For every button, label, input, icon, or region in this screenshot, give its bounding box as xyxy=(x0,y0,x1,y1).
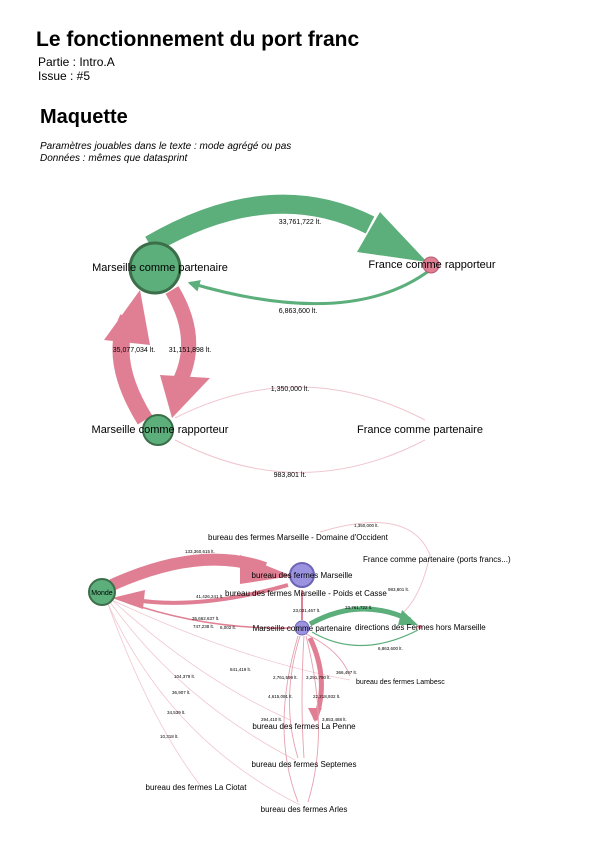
flow-marseille-rapporteur-up-arrowhead xyxy=(104,290,150,345)
flow-arc-ports-francs xyxy=(319,522,431,616)
flow-monde-to-la-penne xyxy=(111,599,291,721)
flow-label-left-up: 35,077,034 lt. xyxy=(113,347,155,354)
flow-monde-to-bureau-marseille-arrowhead xyxy=(240,555,292,584)
flow-monde-to-marseille-partenaire xyxy=(114,597,293,629)
flow-monde-to-septemes xyxy=(109,601,296,761)
label-directions-fermes: directions des Fermes hors Marseille xyxy=(355,623,486,632)
flow-label-a: 1,350,000 lt. xyxy=(354,523,379,528)
flow-label-return: 6,863,600 lt. xyxy=(279,308,318,315)
flow-label-o: 10,318 lt. xyxy=(160,734,179,739)
flow-label-s: 4,615,091 lt. xyxy=(268,694,293,699)
flow-partenaire-to-arles-b xyxy=(305,635,319,803)
label-septemes: bureau des fermes Septemes xyxy=(252,760,357,769)
label-domaine-occident: bureau des fermes Marseille - Domaine d'… xyxy=(208,533,389,542)
label-france-rapporteur: France comme rapporteur xyxy=(368,259,495,271)
diagram-aggregated: Marseille comme partenaire France comme … xyxy=(92,194,496,479)
issue-label: Issue : #5 xyxy=(38,69,91,83)
flow-label-i: 983,801 lt. xyxy=(388,587,409,592)
flow-label-arc-bottom: 983,801 lt. xyxy=(274,472,307,479)
flow-partenaire-to-lambesc xyxy=(305,633,351,677)
flow-label-l: 104,379 lt. xyxy=(174,674,195,679)
flow-marseille-to-france-arrowhead xyxy=(357,212,427,262)
flow-label-e: 747,238 lt. xyxy=(193,624,214,629)
flow-label-j: 6,863,600 lt. xyxy=(378,646,403,651)
flow-france-to-marseille xyxy=(187,268,431,306)
label-lambesc: bureau des fermes Lambesc xyxy=(356,679,445,686)
label-france-partenaire-ports: France comme partenaire (ports francs...… xyxy=(363,555,511,564)
label-arles: bureau des fermes Arles xyxy=(261,805,348,814)
data-text: Données : mêmes que datasprint xyxy=(40,153,188,164)
flow-label-v: 3,853,488 lt. xyxy=(322,717,347,722)
label-poids-casse: bureau des fermes Marseille - Poids et C… xyxy=(225,589,387,598)
flow-label-h: 33,761,722 lt. xyxy=(345,605,372,610)
node-marseille-partenaire xyxy=(128,241,182,295)
section-title: Maquette xyxy=(40,106,128,128)
flow-partenaire-to-septemes-a xyxy=(289,635,301,759)
flow-label-q: 3,291,790 lt. xyxy=(306,675,331,680)
node-bureau-marseille xyxy=(289,562,315,588)
flow-label-m: 36,907 lt. xyxy=(172,690,191,695)
diagram-detailed: Monde bureau des fermes Marseille - Doma… xyxy=(88,522,511,814)
partie-label: Partie : Intro.A xyxy=(38,55,115,69)
flow-monde-to-arles xyxy=(107,603,301,806)
label-la-penne: bureau des fermes La Penne xyxy=(252,722,356,731)
flow-label-c: 41,426,241 lt. xyxy=(196,594,223,599)
label-bureau-marseille: bureau des fermes Marseille xyxy=(252,571,353,580)
node-marseille-rapporteur xyxy=(142,414,174,446)
page-title: Le fonctionnement du port franc xyxy=(36,28,360,51)
label-la-ciotat: bureau des fermes La Ciotat xyxy=(146,783,248,792)
flow-label-g: 23,031,467 lt. xyxy=(293,608,320,613)
flow-label-b: 133,360,615 lt. xyxy=(185,549,215,554)
label-monde: Monde xyxy=(91,590,113,597)
node-monde xyxy=(88,578,116,606)
flow-label-left-down: 31,151,898 lt. xyxy=(169,347,211,354)
flow-marseille-partenaire-down xyxy=(165,286,197,389)
flow-partenaire-to-la-penne-arrowhead xyxy=(308,708,322,722)
flow-partenaire-to-directions xyxy=(308,606,412,627)
flow-partenaire-to-arles-a xyxy=(283,635,299,803)
flow-arc-top xyxy=(174,386,426,421)
flow-label-n: 34,539 lt. xyxy=(167,710,186,715)
node-france-rapporteur xyxy=(422,256,440,274)
flow-label-u: 294,410 lt. xyxy=(261,717,282,722)
flow-label-top: 33,761,722 lt. xyxy=(279,219,321,226)
node-marseille-partenaire-2 xyxy=(294,620,310,636)
flow-bureau-marseille-to-monde-arrowhead xyxy=(112,590,145,609)
flow-label-p: 2,761,599 lt. xyxy=(273,675,298,680)
flow-arc-bottom xyxy=(174,439,426,473)
flow-label-arc-top: 1,350,000 lt. xyxy=(271,386,310,393)
node-directions xyxy=(418,625,422,629)
flow-label-d: 35,662,637 lt. xyxy=(192,616,219,621)
label-marseille-rapporteur: Marseille comme rapporteur xyxy=(92,424,229,436)
flow-label-f: 6,002 lt. xyxy=(220,625,236,630)
flow-label-t: 22,218,932 lt. xyxy=(313,694,340,699)
flow-bureau-marseille-to-monde xyxy=(134,583,289,605)
param-text: Paramètres jouables dans le texte : mode… xyxy=(40,141,292,152)
flow-monde-to-la-ciotat xyxy=(107,603,201,786)
label-marseille-partenaire-2: Marseille comme partenaire xyxy=(253,624,352,633)
flow-directions-to-partenaire xyxy=(311,629,419,647)
flow-marseille-to-france xyxy=(145,194,375,254)
flow-marseille-partenaire-down-arrowhead xyxy=(160,375,210,418)
flow-label-r: 366,497 lt. xyxy=(336,670,357,675)
flow-partenaire-to-septemes-b xyxy=(301,635,305,759)
flow-partenaire-to-directions-arrowhead xyxy=(398,610,418,625)
label-marseille-partenaire: Marseille comme partenaire xyxy=(92,262,228,274)
label-france-partenaire: France comme partenaire xyxy=(357,424,483,436)
flow-label-k: 841,419 lt. xyxy=(230,667,251,672)
